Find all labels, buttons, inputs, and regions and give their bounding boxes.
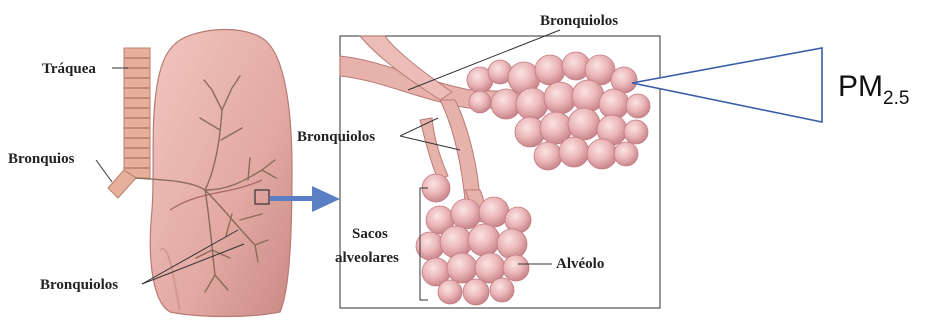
pm-base: PM <box>838 70 883 103</box>
lung-lobe <box>150 30 292 317</box>
pm-label: PM2.5 <box>838 70 909 109</box>
leader-bronquios <box>96 160 112 182</box>
trachea <box>108 48 150 198</box>
label-traquea: Tráquea <box>42 61 96 77</box>
label-alveolares: alveolares <box>335 250 399 266</box>
label-bronquios: Bronquios <box>8 151 75 167</box>
label-bronquiolos-lung: Bronquiolos <box>40 277 118 293</box>
label-alveolo: Alvéolo <box>556 256 604 272</box>
lung-illustration <box>108 30 292 317</box>
magnified-panel <box>340 36 660 308</box>
label-sacos: Sacos <box>352 226 388 242</box>
pm-subscript: 2.5 <box>883 88 909 109</box>
label-bronquiolos-mid: Bronquiolos <box>297 129 375 145</box>
label-bronquiolos-top: Bronquiolos <box>540 13 618 29</box>
